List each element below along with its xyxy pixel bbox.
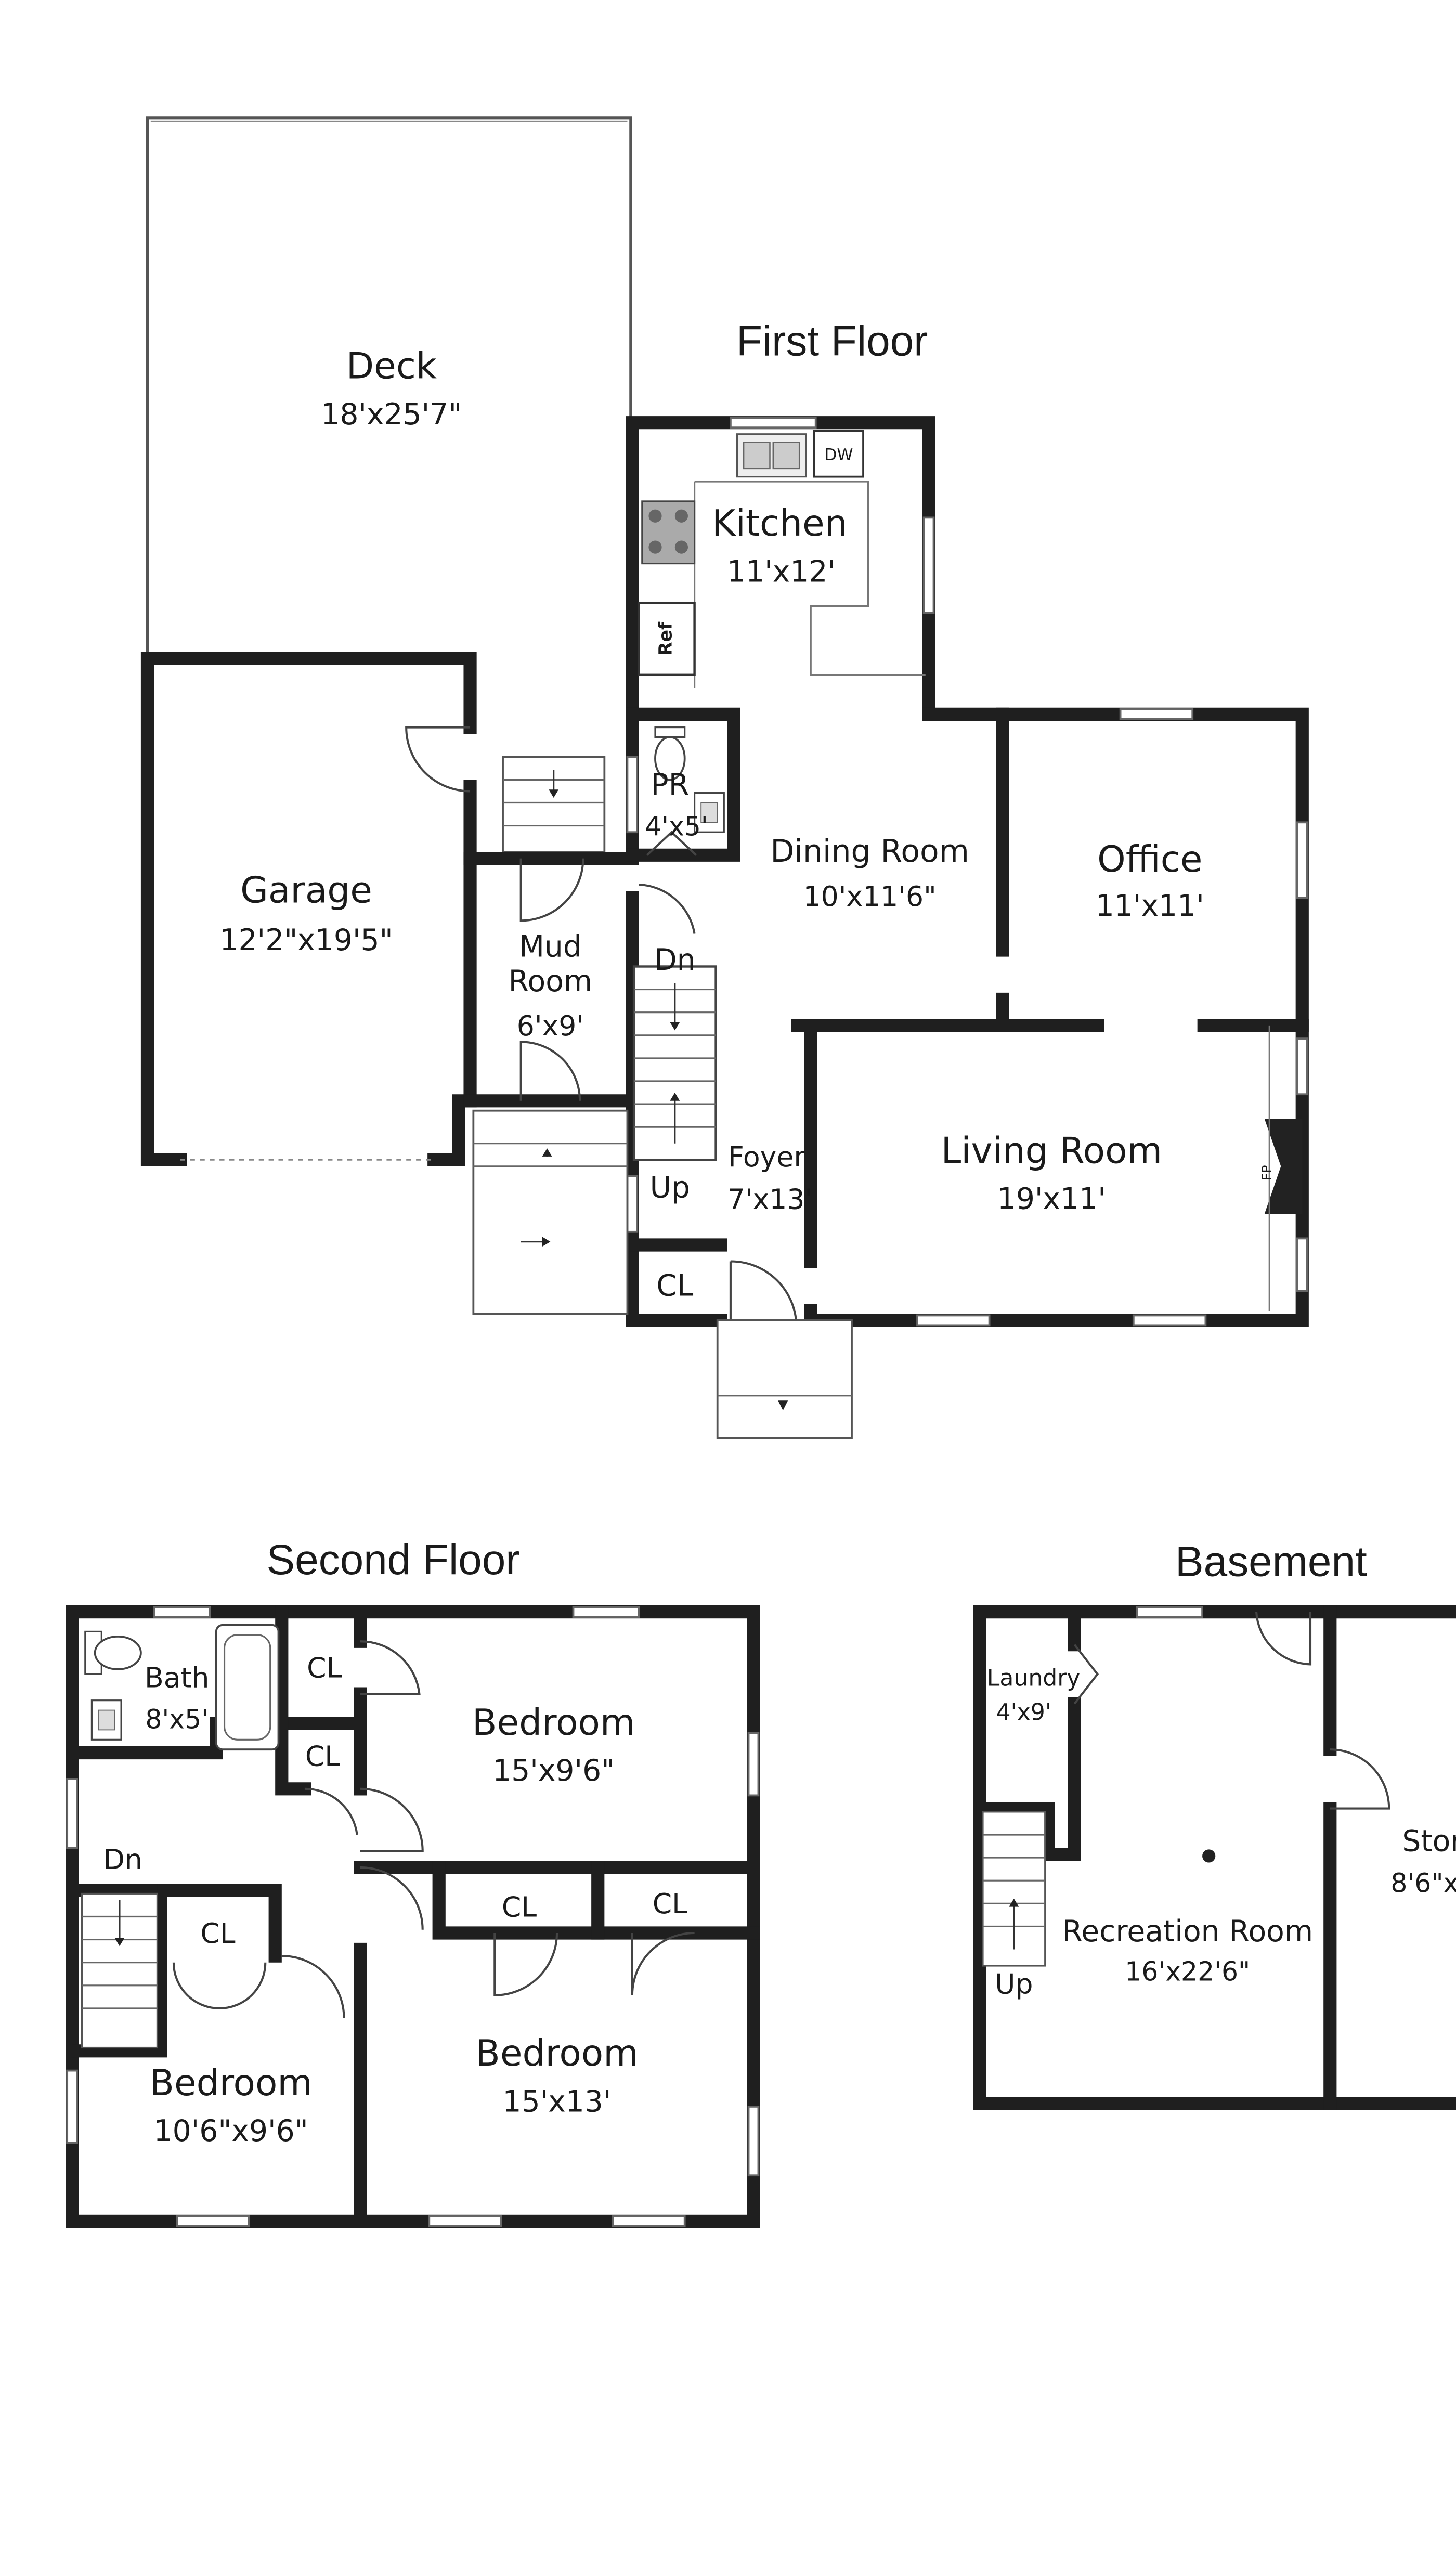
- office-size: 11'x11': [1096, 889, 1204, 923]
- bedroom-2-name: Bedroom: [149, 2062, 312, 2104]
- bedroom-1-size: 15'x9'6": [492, 1754, 615, 1788]
- closet-label-2: CL: [305, 1740, 340, 1773]
- pr-walls: [626, 707, 740, 862]
- first-floor-plan: First Floor: [140, 116, 1309, 1439]
- front-door: [729, 1260, 797, 1321]
- recreation-room-size: 16'x22'6": [1125, 1956, 1250, 1987]
- foyer-closet-label: CL: [656, 1269, 694, 1303]
- powder-room-name: PR: [651, 768, 690, 802]
- basement-outline: [973, 1605, 1456, 2110]
- storage-size: 8'6"x: [1390, 1867, 1456, 1898]
- basement-up-label: Up: [995, 1968, 1033, 2001]
- dining-room-size: 10'x11'6": [803, 880, 937, 913]
- dishwasher: [813, 430, 864, 478]
- foyer-top-door: [639, 883, 696, 934]
- first-floor-windows: [626, 417, 1308, 1327]
- laundry-size: 4'x9': [996, 1699, 1051, 1725]
- rear-wall-office: [807, 707, 1309, 1327]
- living-room-name: Living Room: [941, 1130, 1162, 1172]
- kitchen-counters: DW Ref: [638, 430, 926, 689]
- closet-label-5: CL: [653, 1887, 687, 1920]
- interior-stairs: [632, 965, 717, 1161]
- refrigerator-label: Ref: [656, 621, 677, 656]
- fireplace-label: FP: [1259, 1165, 1274, 1181]
- basement-doors: [1073, 1612, 1390, 1810]
- kitchen-name: Kitchen: [712, 503, 847, 544]
- second-floor-stairs: [81, 1892, 158, 2049]
- bedroom-2-size: 10'6"x9'6": [154, 2114, 308, 2148]
- basement-stairs: [982, 1811, 1046, 1967]
- bath-fixtures: [84, 1624, 280, 1751]
- foyer-name: Foyer: [728, 1140, 805, 1173]
- deck-size: 18'x25'7": [321, 397, 462, 432]
- front-steps: [716, 1319, 853, 1439]
- bedroom-1-name: Bedroom: [472, 1702, 635, 1744]
- garage-walls: [140, 652, 477, 1166]
- storage-name: Stor: [1402, 1824, 1456, 1858]
- dishwasher-label: DW: [824, 446, 853, 464]
- powder-room-size: 4'x5': [645, 811, 708, 842]
- support-post: [1202, 1849, 1216, 1863]
- recreation-room-name: Recreation Room: [1062, 1914, 1313, 1949]
- refrigerator: [638, 601, 696, 677]
- second-floor-windows: [66, 1606, 760, 2227]
- bedroom-3-size: 15'x13': [503, 2084, 612, 2119]
- dining-room-name: Dining Room: [770, 833, 969, 870]
- basement-title: Basement: [1175, 1538, 1367, 1585]
- second-floor-title: Second Floor: [266, 1536, 519, 1584]
- mud-room-door-top: [519, 858, 584, 922]
- closet-label-1: CL: [307, 1652, 342, 1684]
- garage-side-door: [405, 726, 471, 793]
- living-room-size: 19'x11': [997, 1182, 1106, 1216]
- stove: [641, 500, 696, 565]
- deck-outline: [146, 116, 632, 659]
- laundry-name: Laundry: [987, 1665, 1081, 1691]
- stairs-up-label: Up: [650, 1171, 690, 1205]
- mud-room-name-line2: Room: [509, 964, 592, 998]
- second-floor-doors: [172, 1640, 695, 2018]
- fireplace: FP: [1259, 1025, 1303, 1311]
- foyer-front-wall: [626, 1238, 727, 1327]
- powder-room-fixtures: [646, 726, 725, 856]
- closet-label-4: CL: [502, 1891, 537, 1924]
- closet-label-3: CL: [200, 1917, 235, 1950]
- second-floor-outline: [66, 1605, 760, 2228]
- mud-room-name-line1: Mud: [519, 930, 582, 964]
- bath-size: 8'x5': [145, 1704, 209, 1734]
- garage-right-wall-lower: [427, 858, 477, 1166]
- mud-room-steps: [472, 1109, 629, 1315]
- mud-room-door-bottom: [519, 1041, 581, 1101]
- deck-name: Deck: [346, 346, 437, 387]
- foyer-size: 7'x13': [727, 1183, 812, 1216]
- bath-name: Bath: [145, 1662, 209, 1694]
- second-floor-dn-label: Dn: [103, 1843, 142, 1876]
- bedroom-3-name: Bedroom: [475, 2033, 638, 2074]
- garage-size: 12'2"x19'5": [219, 923, 393, 957]
- stairs-down-label: Dn: [654, 943, 696, 977]
- garage-name: Garage: [240, 870, 372, 912]
- deck-steps: [502, 756, 606, 853]
- second-floor-plan: Second Floor: [66, 1536, 760, 2228]
- office-name: Office: [1097, 839, 1202, 880]
- first-floor-title: First Floor: [736, 318, 928, 365]
- mud-room-size: 6'x9': [517, 1009, 584, 1042]
- basement-windows: [1136, 1606, 1203, 1618]
- basement-plan: Basement Laundry 4'x9' Recreatio: [973, 1538, 1456, 2110]
- kitchen-size: 11'x12': [727, 554, 836, 589]
